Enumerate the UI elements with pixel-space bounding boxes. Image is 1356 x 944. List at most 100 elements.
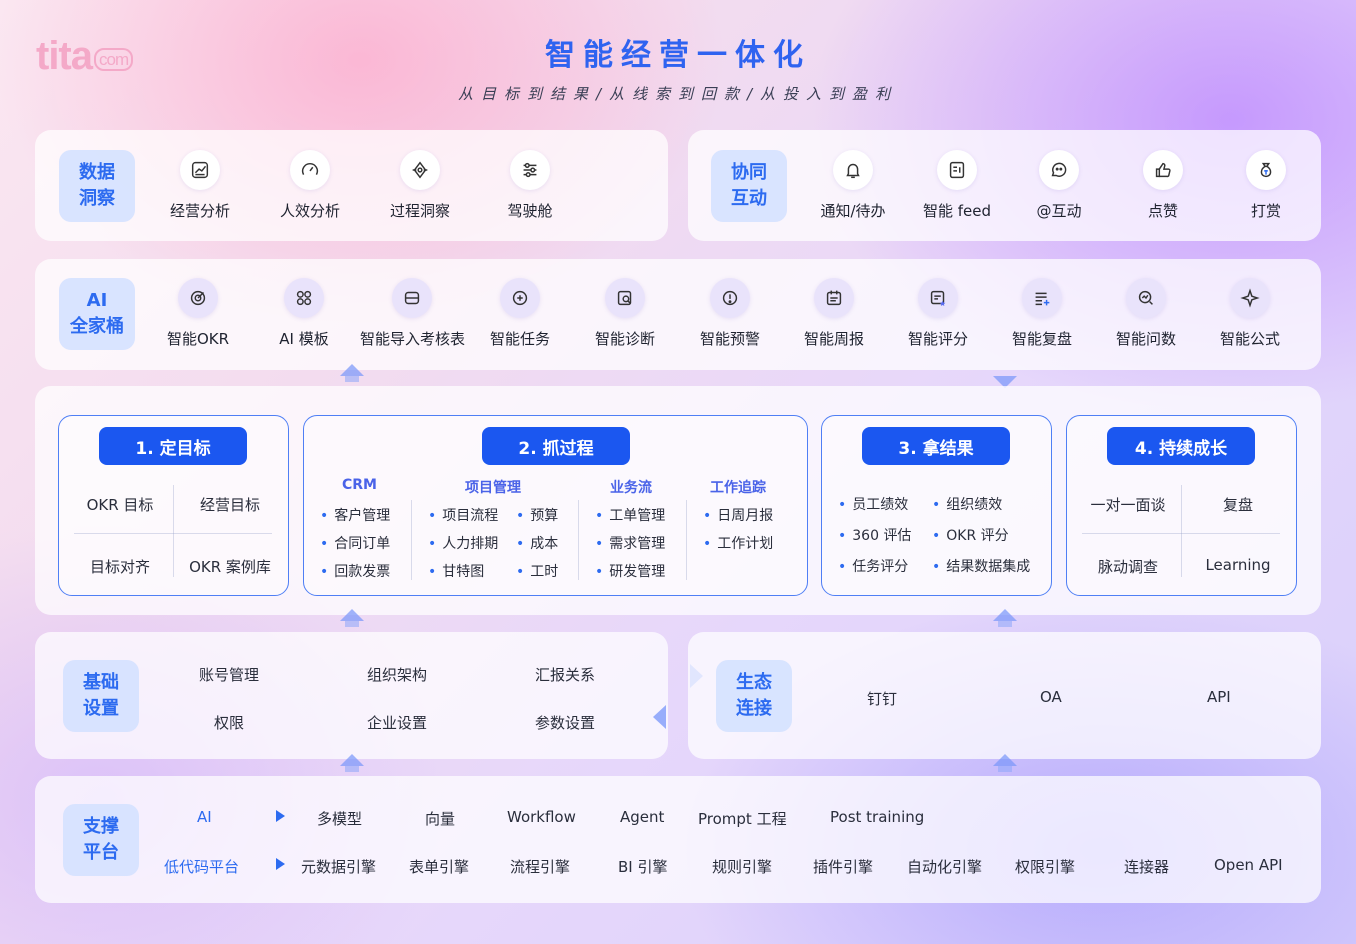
plus-circle-icon: [500, 278, 540, 318]
support-lowcode-item[interactable]: 元数据引擎: [301, 858, 377, 876]
support-ai-item[interactable]: 向量: [425, 810, 456, 828]
stage-2-divider-1: [411, 500, 412, 580]
ai-smart-score[interactable]: 智能评分: [886, 278, 990, 349]
eco-dingtalk[interactable]: 钉钉: [867, 690, 898, 708]
basic-org[interactable]: 组织架构: [367, 666, 428, 684]
support-lowcode-item[interactable]: 流程引擎: [510, 858, 571, 876]
triangle-right-icon: [276, 858, 285, 870]
stage-4-review[interactable]: 复盘: [1222, 496, 1253, 514]
grid-icon: [284, 278, 324, 318]
stage-3-button[interactable]: 3. 拿结果: [862, 427, 1010, 465]
feature-efficiency-analysis[interactable]: 人效分析: [258, 150, 362, 221]
feature-cockpit[interactable]: 驾驶舱: [478, 150, 582, 221]
stage-1-okr-goal[interactable]: OKR 目标: [86, 496, 154, 514]
ai-smart-review[interactable]: 智能复盘: [990, 278, 1094, 349]
feature-process-insight[interactable]: 过程洞察: [368, 150, 472, 221]
ai-smart-diagnosis[interactable]: 智能诊断: [573, 278, 677, 349]
stage-2-divider-2: [578, 500, 579, 580]
arrow-up-5: [993, 754, 1017, 772]
basic-account[interactable]: 账号管理: [199, 666, 260, 684]
project-item[interactable]: 成本: [516, 533, 558, 553]
stage-1-business-goal[interactable]: 经营目标: [199, 496, 260, 514]
crm-item[interactable]: 合同订单: [320, 533, 390, 553]
triangle-right-icon: [276, 810, 285, 822]
ai-weekly-report[interactable]: 智能周报: [782, 278, 886, 349]
project-item[interactable]: 甘特图: [428, 561, 484, 581]
arrow-up-2: [340, 609, 364, 627]
feature-like[interactable]: 点赞: [1111, 150, 1215, 221]
feature-reward[interactable]: 打赏: [1214, 150, 1318, 221]
ecosystem-tag: 生态 连接: [716, 660, 792, 732]
crm-item[interactable]: 客户管理: [320, 505, 390, 525]
feature-notification[interactable]: 通知/待办: [801, 150, 905, 221]
project-item[interactable]: 人力排期: [428, 533, 498, 553]
stage-2-button[interactable]: 2. 抓过程: [482, 427, 630, 465]
support-ai-item[interactable]: Prompt 工程: [698, 810, 787, 828]
basic-settings-tag: 基础 设置: [63, 660, 139, 732]
result-item[interactable]: 结果数据集成: [932, 556, 1030, 576]
result-item[interactable]: 员工绩效: [838, 494, 908, 514]
stage-1-goal-align[interactable]: 目标对齐: [89, 558, 150, 576]
data-insight-panel: [35, 130, 668, 241]
support-lowcode-item[interactable]: 规则引擎: [712, 858, 773, 876]
feed-icon: [937, 150, 977, 190]
stage-4-one-on-one[interactable]: 一对一面谈: [1090, 496, 1166, 514]
support-lowcode-item[interactable]: 权限引擎: [1015, 858, 1076, 876]
arrow-up-3: [993, 609, 1017, 627]
support-ai-item[interactable]: Agent: [620, 808, 665, 826]
stage-4-learning[interactable]: Learning: [1205, 556, 1271, 574]
ai-smart-task[interactable]: 智能任务: [468, 278, 572, 349]
stage-1-button[interactable]: 1. 定目标: [99, 427, 247, 465]
support-platform-panel: [35, 776, 1321, 903]
result-item[interactable]: 组织绩效: [932, 494, 1002, 514]
support-ai-item[interactable]: 多模型: [317, 810, 363, 828]
basic-params[interactable]: 参数设置: [535, 714, 596, 732]
support-lowcode-heading: 低代码平台: [164, 858, 240, 876]
eco-oa[interactable]: OA: [1040, 688, 1062, 706]
bizflow-item[interactable]: 需求管理: [595, 533, 665, 553]
stage-4-pulse-survey[interactable]: 脉动调查: [1097, 558, 1158, 576]
basic-permission[interactable]: 权限: [214, 714, 245, 732]
stage-1-okr-cases[interactable]: OKR 案例库: [189, 558, 271, 576]
project-heading: 项目管理: [465, 480, 521, 496]
tracking-item[interactable]: 日周月报: [703, 505, 773, 525]
ai-smart-okr[interactable]: 智能OKR: [146, 278, 250, 349]
support-lowcode-item[interactable]: Open API: [1214, 856, 1283, 874]
ai-smart-formula[interactable]: 智能公式: [1198, 278, 1302, 349]
support-lowcode-item[interactable]: 插件引擎: [813, 858, 874, 876]
tracking-item[interactable]: 工作计划: [703, 533, 773, 553]
crm-item[interactable]: 回款发票: [320, 561, 390, 581]
result-item[interactable]: 任务评分: [838, 556, 908, 576]
support-ai-item[interactable]: Workflow: [507, 808, 576, 826]
thumb-icon: [1143, 150, 1183, 190]
support-lowcode-item[interactable]: 自动化引擎: [907, 858, 983, 876]
project-item[interactable]: 预算: [516, 505, 558, 525]
stage-4-hdivider: [1082, 533, 1280, 534]
feature-smart-feed[interactable]: 智能 feed: [905, 150, 1009, 221]
ai-smart-alert[interactable]: 智能预警: [678, 278, 782, 349]
support-lowcode-item[interactable]: 连接器: [1124, 858, 1170, 876]
target-icon: [178, 278, 218, 318]
bell-icon: [833, 150, 873, 190]
result-item[interactable]: OKR 评分: [932, 525, 1008, 545]
ai-smart-query[interactable]: 智能问数: [1094, 278, 1198, 349]
basic-report-line[interactable]: 汇报关系: [535, 666, 596, 684]
project-item[interactable]: 工时: [516, 561, 558, 581]
arrow-down-1: [993, 376, 1017, 388]
feature-mention[interactable]: @互动: [1007, 150, 1111, 221]
support-lowcode-item[interactable]: 表单引擎: [409, 858, 470, 876]
stage-4-button[interactable]: 4. 持续成长: [1107, 427, 1255, 465]
stage-1-hdivider: [74, 533, 272, 534]
bizflow-item[interactable]: 研发管理: [595, 561, 665, 581]
support-ai-item[interactable]: Post training: [830, 808, 925, 826]
eco-api[interactable]: API: [1207, 688, 1231, 706]
ai-suite-tag: AI 全家桶: [59, 278, 135, 350]
support-lowcode-item[interactable]: BI 引擎: [618, 858, 668, 876]
ai-template[interactable]: AI 模板: [252, 278, 356, 349]
feature-operation-analysis[interactable]: 经营分析: [148, 150, 252, 221]
ai-import-assessment[interactable]: 智能导入考核表: [360, 278, 465, 349]
basic-company[interactable]: 企业设置: [367, 714, 428, 732]
result-item[interactable]: 360 评估: [838, 525, 911, 545]
project-item[interactable]: 项目流程: [428, 505, 498, 525]
bizflow-item[interactable]: 工单管理: [595, 505, 665, 525]
